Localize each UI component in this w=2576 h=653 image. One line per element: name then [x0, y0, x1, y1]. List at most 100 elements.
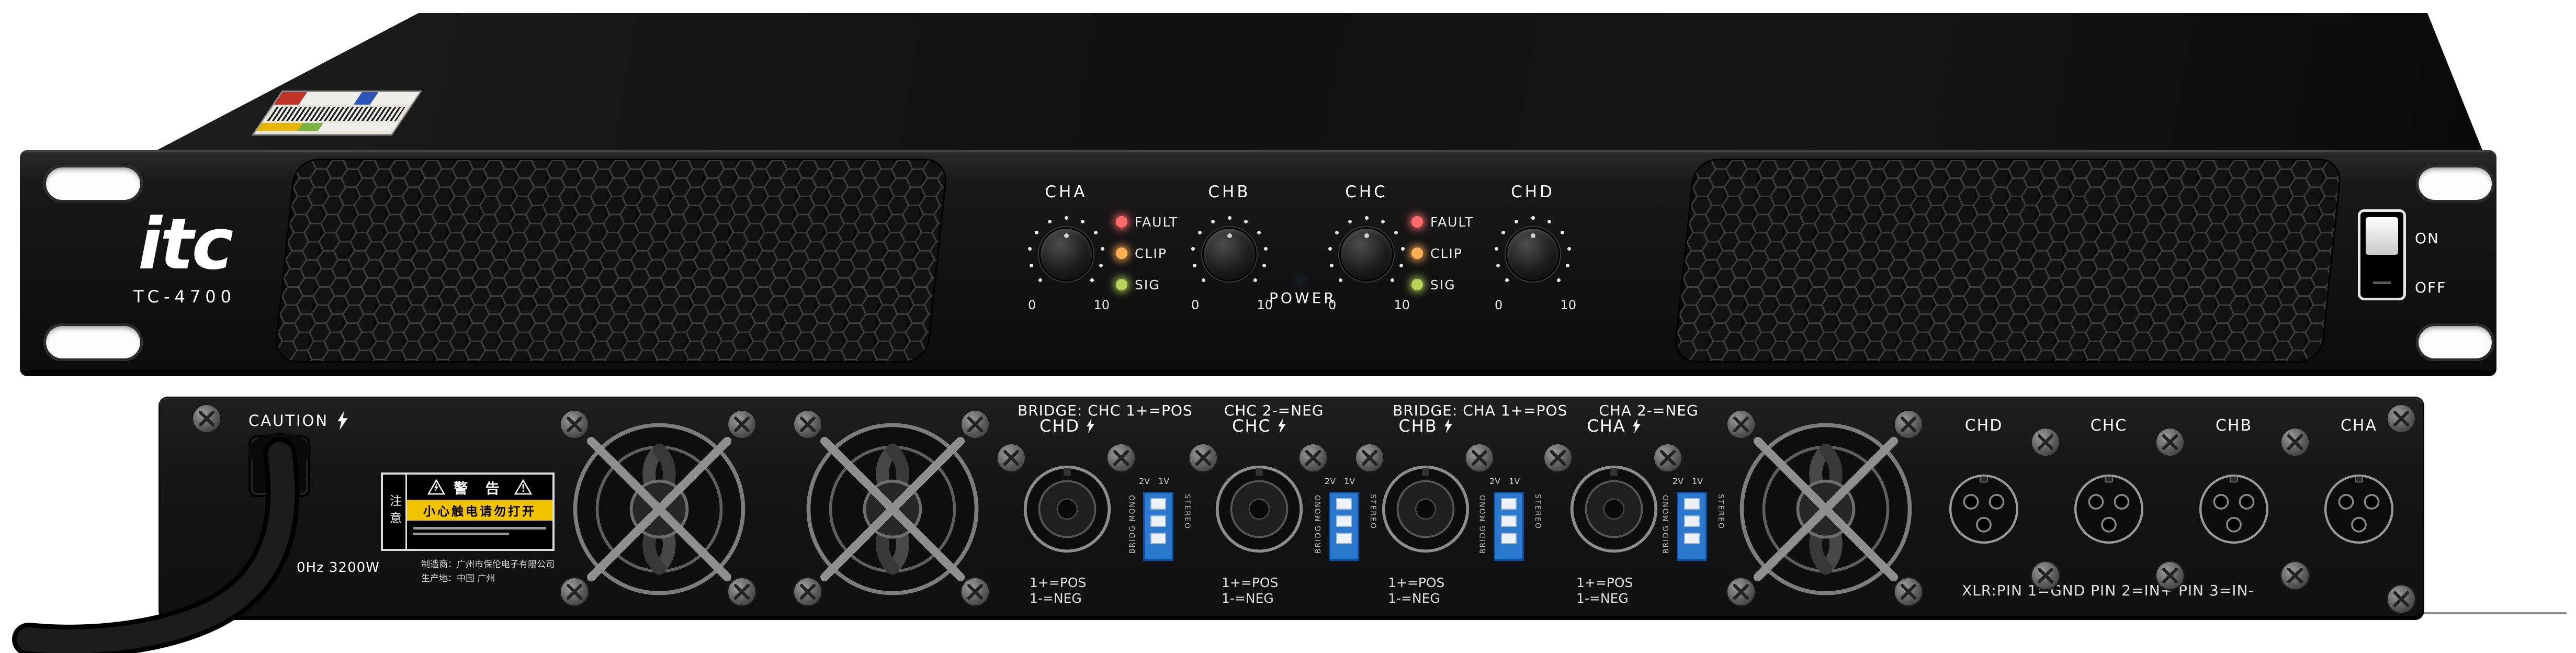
dip-2v-label: 2V — [1673, 476, 1684, 486]
xlr-group-cha: CHA — [2322, 416, 2396, 546]
dip-1v-label: 1V — [1509, 476, 1520, 486]
xlr-group-chb: CHB — [2197, 416, 2270, 546]
neg-label: 1-=NEG — [1576, 591, 1629, 606]
signal-led — [1116, 279, 1127, 290]
speakon-connector-chc[interactable] — [1214, 464, 1304, 554]
rocker[interactable] — [2366, 217, 2398, 292]
screw-icon — [2156, 562, 2184, 589]
dip-mono-label: MONO — [1314, 494, 1323, 522]
manufacturer-line: 制造商：广州市保伦电子有限公司 — [421, 559, 555, 570]
screw-icon — [794, 578, 821, 605]
xlr-group-chd: CHD — [1947, 416, 2020, 546]
screw-icon — [962, 578, 989, 605]
caution-text: CAUTION — [248, 411, 348, 430]
led-label: CLIP — [1430, 245, 1463, 261]
xlr-channel-label: CHD — [1964, 416, 2003, 435]
screw-icon — [1190, 444, 1217, 471]
xlr-channel-label: CHB — [2215, 416, 2253, 435]
caution-label: CAUTION — [248, 412, 329, 430]
gain-knob-chb[interactable] — [1202, 227, 1257, 282]
scale-min: 0 — [1191, 298, 1200, 312]
dip-2v-label: 2V — [1139, 476, 1150, 486]
gain-knob-cha[interactable] — [1039, 227, 1093, 282]
channel-label: CHD — [1511, 183, 1555, 201]
warning-caution-line: 小心触电请勿打开 — [407, 500, 552, 521]
dip-switch[interactable] — [1494, 492, 1524, 561]
scale-min: 0 — [1328, 298, 1337, 312]
dip-stereo-label: STEREO — [1533, 494, 1542, 530]
brand-logo: itc — [138, 203, 234, 285]
screw-icon — [1356, 444, 1383, 471]
xlr-connector-chc[interactable] — [2072, 472, 2145, 546]
dip-bridg-label: BRIDG — [1479, 525, 1487, 554]
bridge-text: CHC 2-=NEG — [1224, 402, 1324, 419]
screw-icon — [1727, 578, 1755, 605]
xlr-connector-cha[interactable] — [2322, 472, 2396, 546]
lightning-icon — [1632, 419, 1641, 433]
channel-block-chb: CHB 0 10 — [1172, 183, 1287, 340]
warning-side-text: 注意 — [383, 475, 407, 549]
dip-1v-label: 1V — [1344, 476, 1355, 486]
rack-mount-hole — [2416, 165, 2494, 202]
scale-max: 10 — [1394, 298, 1410, 312]
fine-print — [407, 521, 552, 549]
lightning-icon — [1278, 419, 1286, 433]
knob-scale — [1327, 215, 1406, 294]
speakon-connector-chb[interactable] — [1381, 464, 1471, 554]
power-switch[interactable] — [2358, 209, 2406, 300]
table-edge-line — [2424, 612, 2567, 614]
dip-mono-label: MONO — [1128, 494, 1137, 522]
xlr-connector-chd[interactable] — [1947, 472, 2020, 546]
screw-icon — [561, 411, 588, 438]
led-group-ab: FAULT CLIP SIG — [1116, 212, 1205, 295]
screw-icon — [1654, 444, 1681, 471]
dip-stereo-label: STEREO — [1716, 494, 1725, 530]
fault-led — [1116, 216, 1127, 228]
scale-min: 0 — [1495, 298, 1503, 312]
dip-switch[interactable] — [1677, 492, 1707, 561]
screw-icon — [2388, 405, 2415, 432]
xlr-channel-label: CHC — [2090, 416, 2128, 435]
channel-block-chd: CHD 0 10 — [1475, 183, 1590, 340]
speakon-channel-label: CHB — [1398, 416, 1438, 436]
scale-max: 10 — [1093, 298, 1110, 312]
speakon-connector-chd[interactable] — [1022, 464, 1112, 554]
dip-switch[interactable] — [1143, 492, 1173, 561]
ventilation-grille-left — [273, 159, 949, 363]
power-cord-inlet[interactable] — [248, 435, 310, 497]
gain-knob-chc[interactable] — [1339, 227, 1394, 282]
dip-switch[interactable] — [1329, 492, 1359, 561]
screw-icon — [1466, 444, 1493, 471]
warning-title: 警 告 — [454, 480, 506, 497]
led-label: FAULT — [1135, 214, 1179, 230]
screw-icon — [794, 411, 821, 438]
screw-icon — [1108, 444, 1135, 471]
rack-mount-hole — [43, 165, 143, 202]
channel-label: CHA — [1045, 183, 1088, 201]
pos-label: 1+=POS — [1388, 575, 1445, 590]
bridge-label-2: BRIDGE: CHA 1+=POS CHA 2-=NEG — [1393, 402, 1699, 419]
fan-guard — [803, 419, 982, 599]
screw-icon — [1895, 578, 1922, 605]
dip-bridg-label: BRIDG — [1314, 525, 1323, 554]
screw-icon — [2032, 562, 2059, 589]
screw-icon — [962, 411, 989, 438]
xlr-connector-chb[interactable] — [2197, 472, 2270, 546]
gain-knob-chd[interactable] — [1506, 227, 1560, 282]
rear-panel: CAUTION 注意 警 告 小心触电请勿打开 0Hz 3200W 制造商：广州… — [159, 397, 2424, 620]
speakon-connector-cha[interactable] — [1569, 464, 1659, 554]
dip-2v-label: 2V — [1325, 476, 1336, 486]
screw-icon — [193, 405, 220, 432]
product-sticker — [251, 91, 423, 136]
screw-icon — [561, 578, 588, 605]
screw-icon — [2281, 562, 2309, 589]
switch-on-label: ON — [2415, 230, 2439, 247]
knob-scale — [1494, 215, 1572, 294]
xlr-channel-label: CHA — [2340, 416, 2378, 435]
origin-line: 生产地：中国 广州 — [421, 573, 495, 584]
model-number: TC-4700 — [133, 287, 236, 307]
